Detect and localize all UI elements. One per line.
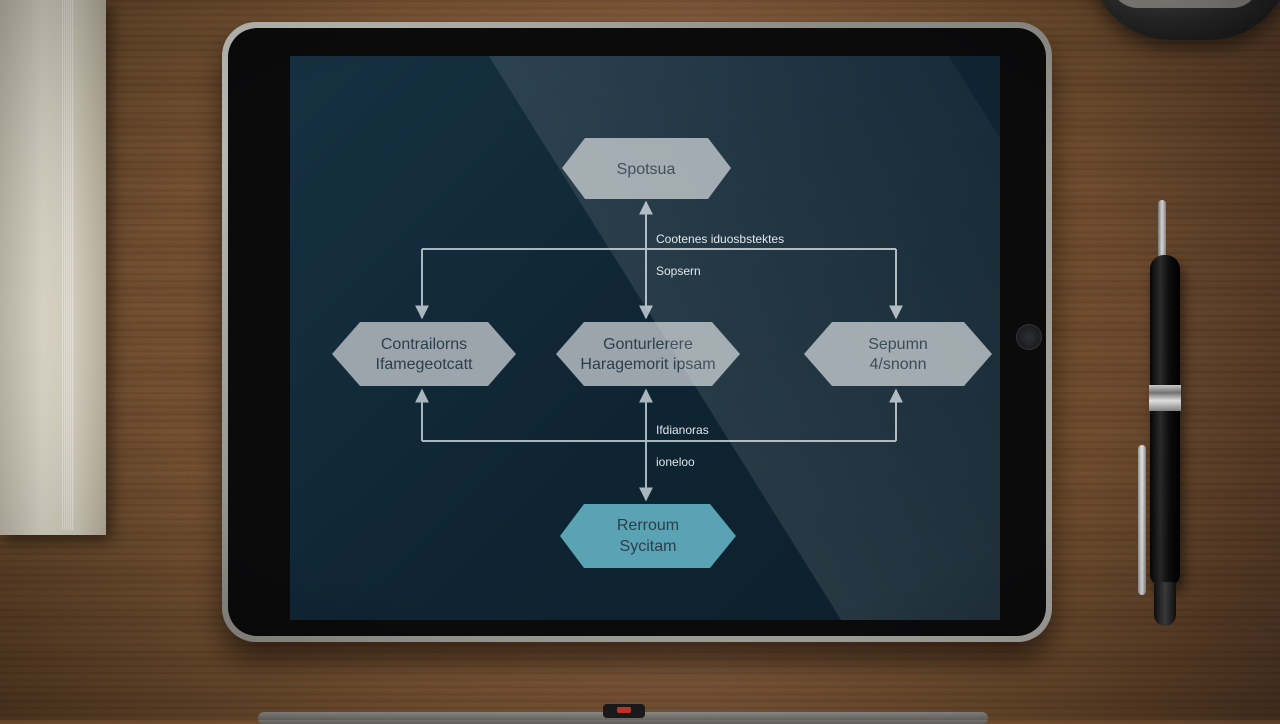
node-bottom: Rerroum Sycitam bbox=[560, 504, 736, 568]
flow-diagram: Spotsua Contrailorns Ifamegeotcatt Gontu… bbox=[332, 138, 992, 568]
node-top: Spotsua bbox=[562, 138, 731, 199]
node-bottom-label-2: Sycitam bbox=[620, 538, 677, 555]
node-right: Sepumn 4/snonn bbox=[804, 322, 992, 386]
node-center-label-1: Gonturlerere bbox=[603, 336, 693, 353]
node-left-label-1: Contrailorns bbox=[381, 336, 467, 353]
coffee-cup bbox=[1090, 0, 1280, 40]
node-center-label-2: Haragemorit ipsam bbox=[580, 356, 715, 373]
node-right-label-2: 4/snonn bbox=[870, 356, 927, 373]
node-right-label-1: Sepumn bbox=[868, 336, 928, 353]
edge-label-top-b: Sopsern bbox=[656, 264, 701, 278]
pen-ring bbox=[1149, 385, 1181, 411]
tablet-device: Spotsua Contrailorns Ifamegeotcatt Gontu… bbox=[222, 22, 1052, 642]
bottom-device-edge bbox=[258, 704, 988, 724]
tablet-home-button[interactable] bbox=[1016, 324, 1042, 350]
edge-label-bottom-a: Ifdianoras bbox=[656, 423, 709, 437]
fountain-pen bbox=[1136, 200, 1192, 630]
pen-clip bbox=[1158, 200, 1166, 262]
edge-label-top-a: Cootenes iduosbstektes bbox=[656, 232, 784, 246]
tablet-screen: Spotsua Contrailorns Ifamegeotcatt Gontu… bbox=[290, 56, 1000, 620]
tablet-bezel: Spotsua Contrailorns Ifamegeotcatt Gontu… bbox=[228, 28, 1046, 636]
connectors bbox=[415, 200, 903, 502]
node-center: Gonturlerere Haragemorit ipsam bbox=[556, 322, 740, 386]
pen-side-clip bbox=[1138, 445, 1146, 595]
node-bottom-label-1: Rerroum bbox=[617, 517, 679, 534]
node-top-label: Spotsua bbox=[617, 161, 676, 178]
book-stack bbox=[0, 0, 106, 535]
indicator-light bbox=[603, 704, 645, 718]
edge-label-bottom-b: ioneloo bbox=[656, 455, 695, 469]
node-left-label-2: Ifamegeotcatt bbox=[376, 356, 474, 373]
node-left: Contrailorns Ifamegeotcatt bbox=[332, 322, 516, 386]
pen-body bbox=[1150, 255, 1180, 585]
pen-tip bbox=[1154, 582, 1176, 626]
